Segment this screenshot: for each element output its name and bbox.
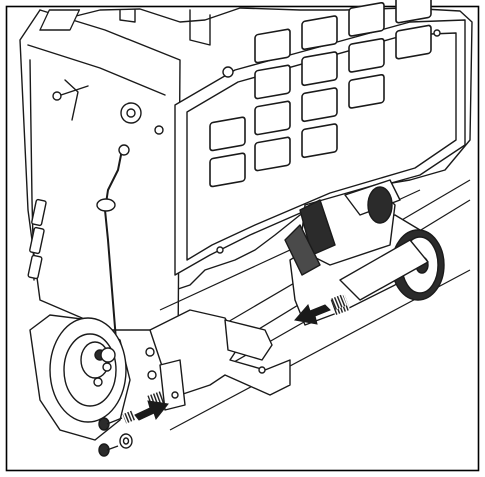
mounting-bracket	[145, 309, 291, 411]
front-wheel	[29, 314, 131, 441]
figure-border	[5, 5, 480, 472]
arrow-right-icon	[122, 400, 169, 424]
bolt-icon	[98, 443, 119, 457]
washer-icon	[122, 437, 130, 445]
bolt-icon	[98, 417, 123, 431]
grille-panel	[174, 0, 466, 276]
arrow-left-icon	[294, 294, 347, 325]
fasteners	[98, 417, 133, 457]
motor-assembly	[147, 179, 445, 413]
